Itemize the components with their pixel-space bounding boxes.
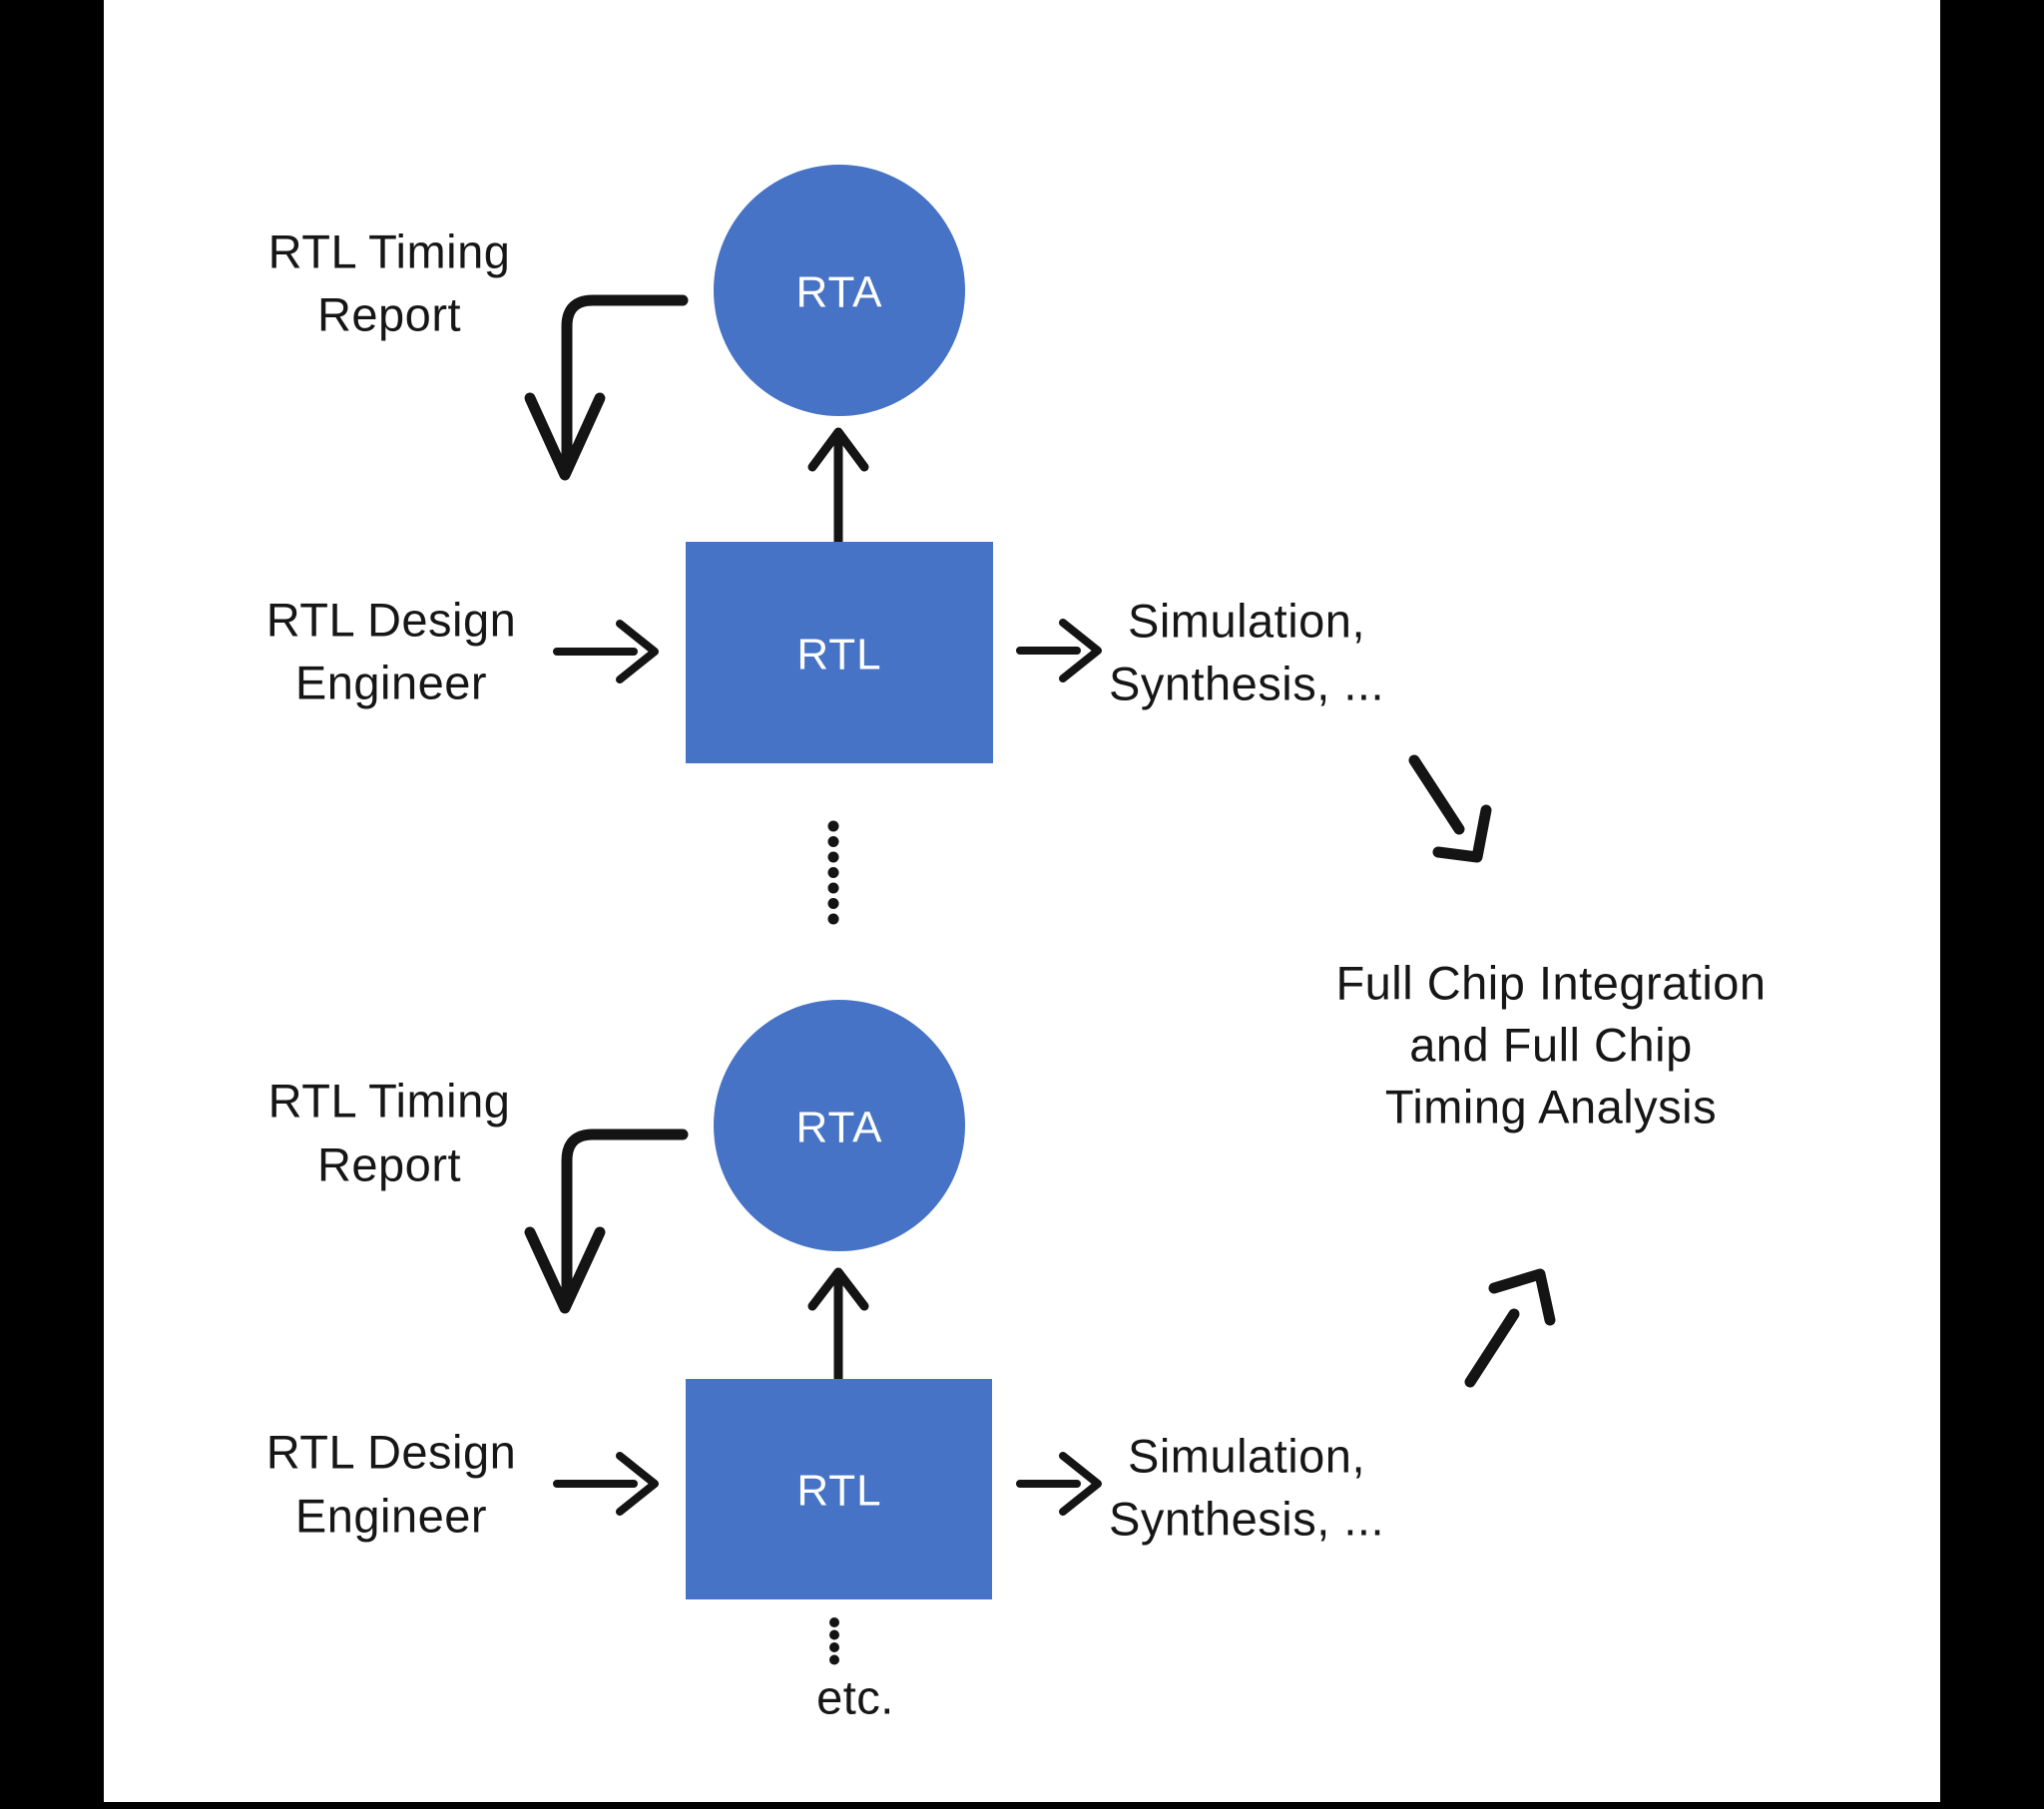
rtl-node-2: [686, 1379, 992, 1599]
timing-report-label-2-line1: RTL Timing: [268, 1075, 511, 1128]
simulation-label-1-line2: Synthesis, ...: [1109, 658, 1384, 710]
rtl-to-simulation-arrowhead-2: [1059, 1452, 1102, 1516]
rtl-to-rta-arrowhead-2: [807, 1267, 869, 1311]
feedback-elbow-arrowhead-1: [524, 392, 606, 481]
timing-report-label-1-line1: RTL Timing: [268, 226, 511, 278]
engineer-to-rtl-arrowhead-2: [616, 1452, 659, 1516]
letterbox-left: [0, 0, 104, 1809]
timing-report-label-2-line2: Report: [317, 1138, 461, 1191]
vertical-ellipsis-middle: [827, 820, 839, 925]
rta-node-2: [714, 1000, 965, 1251]
feedback-elbow-arrow-2: [561, 1129, 689, 1296]
simulation-to-fullchip-arrowhead-bottom: [1488, 1268, 1556, 1326]
fullchip-label-line2: and Full Chip: [1409, 1019, 1692, 1072]
letterbox-right: [1940, 0, 2044, 1809]
design-engineer-label-1-line2: Engineer: [295, 657, 487, 709]
rtl-node-2-label: RTL: [796, 1467, 881, 1516]
vertical-ellipsis-bottom: [829, 1617, 839, 1665]
feedback-elbow-arrowhead-2: [524, 1226, 606, 1314]
etc-label: etc.: [816, 1671, 894, 1724]
simulation-label-2-line1: Simulation,: [1128, 1430, 1365, 1483]
design-engineer-label-1-line1: RTL Design: [266, 594, 517, 647]
simulation-to-fullchip-arrow-bottom: [1464, 1308, 1520, 1388]
rtl-to-rta-arrowhead-1: [807, 427, 869, 472]
simulation-label-1-line1: Simulation,: [1128, 595, 1365, 648]
feedback-elbow-arrow-1: [561, 294, 689, 463]
rta-node-2-label: RTA: [796, 1104, 883, 1152]
simulation-to-fullchip-arrowhead-top: [1432, 804, 1492, 863]
rtl-node-1: [686, 542, 993, 763]
fullchip-label-line1: Full Chip Integration: [1335, 957, 1766, 1010]
design-engineer-label-2-line1: RTL Design: [266, 1426, 517, 1479]
simulation-label-2-line2: Synthesis, ...: [1109, 1493, 1384, 1546]
timing-report-label-1-line2: Report: [317, 288, 461, 341]
design-engineer-label-2-line2: Engineer: [295, 1490, 487, 1543]
rtl-node-1-label: RTL: [796, 631, 881, 679]
simulation-to-fullchip-arrow-top: [1408, 754, 1465, 835]
letterbox-bottom: [0, 1802, 2044, 1809]
engineer-to-rtl-arrowhead-1: [616, 620, 659, 683]
fullchip-label-line3: Timing Analysis: [1385, 1081, 1717, 1133]
rta-node-1: [714, 165, 965, 416]
rtl-to-simulation-arrowhead-1: [1059, 619, 1102, 682]
rta-node-1-label: RTA: [796, 268, 883, 317]
